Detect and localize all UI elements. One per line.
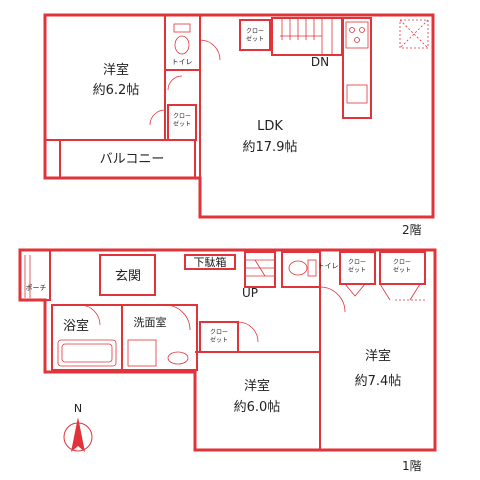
floor1-closet-a: クローゼット [348,259,366,274]
floor1-western-c-name: 洋室 [365,348,391,364]
floor-1 [18,248,437,452]
floor2-western-size: 約6.2帖 [93,83,140,98]
floor2-ldk-size: 約17.9帖 [243,140,298,155]
floor-2-details [149,18,429,126]
north-arrow-icon [71,417,85,452]
floor2-stairs-label: DN [311,55,329,69]
floor2-toilet: トイレ [172,58,193,66]
floor1-closet-b: クローゼット [393,259,411,274]
floor2-ldk-name: LDK [257,119,283,134]
floor1-stairs-label: UP [242,286,258,300]
floor2-balcony: バルコニー [100,152,165,167]
floor1-western-c-size: 約7.4帖 [355,374,402,389]
floor1-shoe-cabinet: 下駄箱 [194,255,227,269]
floor1-western-b-size: 約6.0帖 [234,400,281,415]
floor1-washroom: 洗面室 [134,315,167,329]
floor1-entrance: 玄関 [115,269,141,284]
floor2-closet-top: クローゼット [246,28,264,43]
compass: N [63,402,93,452]
floor-2 [43,13,435,219]
floor2-closet-side: クローゼット [173,113,191,128]
floor1-porch: ポーチ [26,284,47,292]
floor2-label: 2階 [402,222,422,237]
floor1-bath: 浴室 [63,318,89,334]
compass-label: N [74,402,82,415]
floor2-western-name: 洋室 [103,62,129,78]
floor1-closet-c: クローゼット [210,329,228,344]
floor1-label: 1階 [402,458,422,473]
floor1-western-b-name: 洋室 [244,378,270,394]
floor1-toilet: トイレ [318,262,339,270]
floor-1-details [24,255,425,367]
